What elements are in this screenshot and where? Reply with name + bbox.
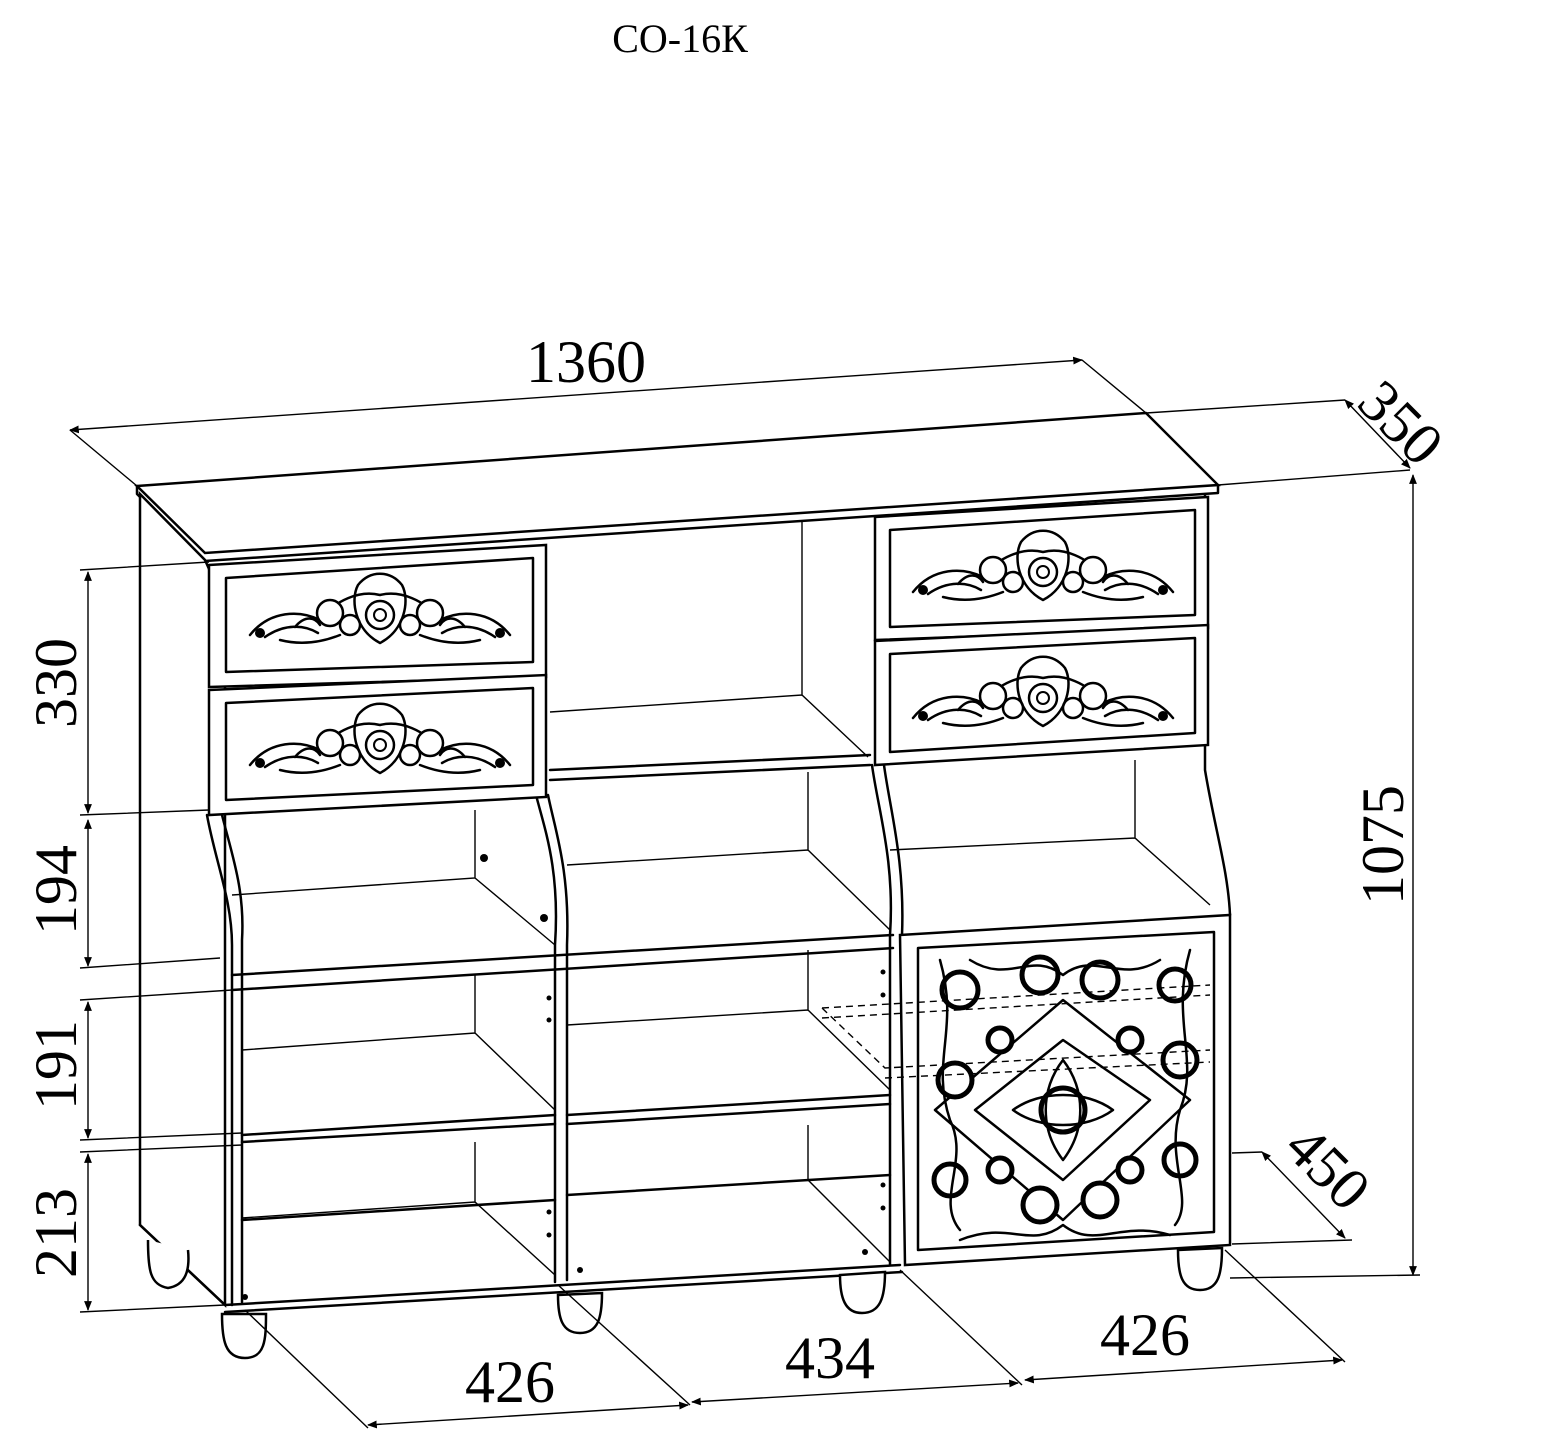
left-lower-drawer (207, 673, 548, 817)
dim-shelf-section-2: 191 (23, 1020, 89, 1110)
dim-overall-width: 1360 (526, 329, 646, 395)
dim-height: 1075 (1350, 785, 1416, 905)
dim-cabinet-depth: 450 (1273, 1113, 1383, 1223)
right-lower-drawer (873, 623, 1210, 767)
model-title: СО-16К (612, 16, 748, 61)
dim-shelf-section-1: 194 (23, 845, 89, 935)
dim-left-width: 426 (465, 1349, 555, 1415)
dim-right-width: 426 (1100, 1302, 1190, 1368)
cabinet-door (821, 913, 1232, 1267)
dim-upper-section: 330 (23, 638, 89, 728)
legs (146, 1239, 1224, 1360)
dim-middle-width: 434 (785, 1325, 875, 1391)
right-upper-drawer (873, 495, 1210, 642)
dim-depth: 350 (1346, 368, 1456, 478)
left-upper-drawer (207, 543, 548, 689)
dim-base-section: 213 (23, 1188, 89, 1278)
